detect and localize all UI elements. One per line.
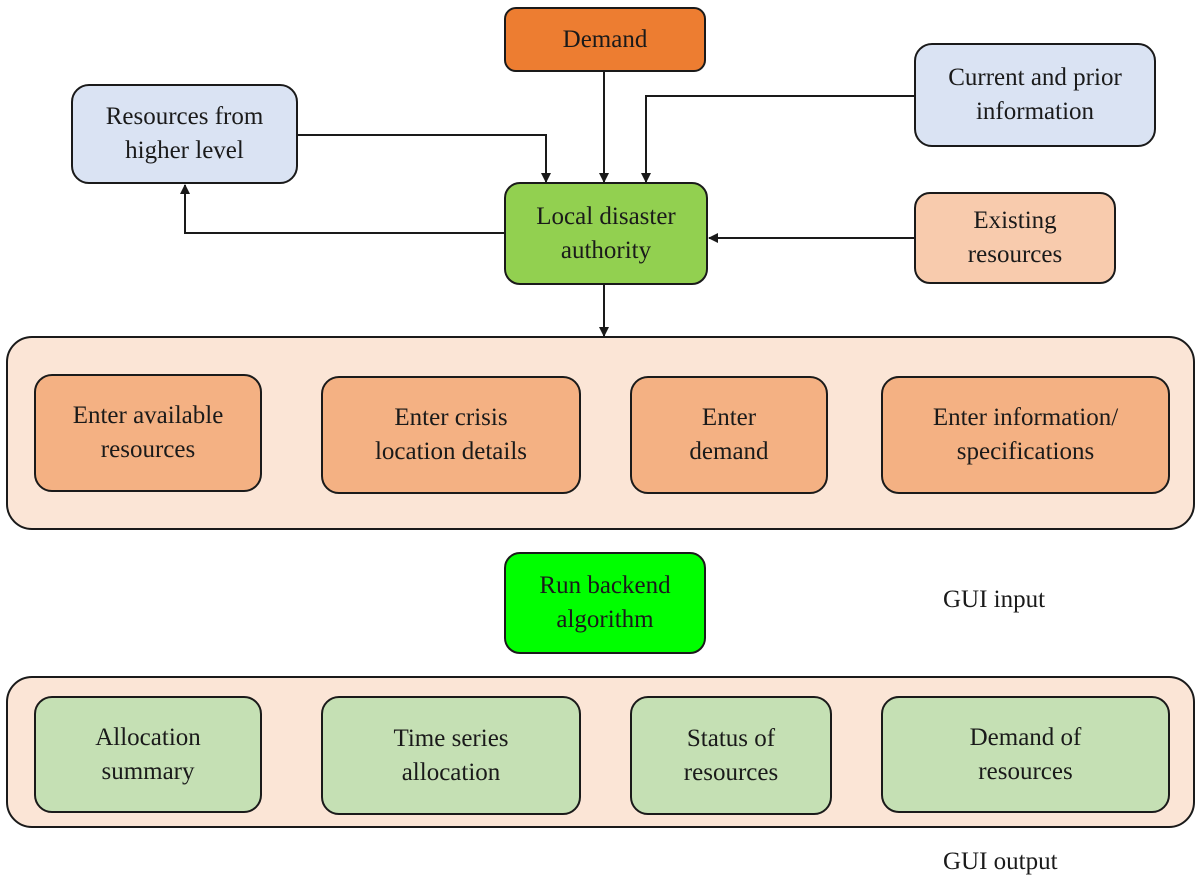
output-item-label: Time series allocation (393, 724, 509, 786)
output-item: Demand of resources (881, 696, 1170, 813)
current-prior-information-label: Current and prior information (948, 64, 1122, 125)
existing-resources-label: Existing resources (967, 207, 1063, 268)
local-disaster-authority-node: Local disaster authority (504, 182, 708, 285)
local-disaster-authority-label: Local disaster authority (536, 202, 676, 264)
input-item-label: Enter demand (689, 404, 769, 465)
gui-output-caption: GUI output (943, 848, 1058, 875)
output-item-label: Status of resources (683, 724, 779, 786)
run-backend-algorithm-label: Run backend algorithm (539, 572, 671, 633)
input-item-label: Enter available resources (72, 402, 224, 463)
demand-label: Demand (562, 25, 648, 53)
output-item-label: Allocation summary (95, 723, 201, 785)
output-item: Allocation summary (34, 696, 262, 813)
input-item: Enter crisis location details (321, 376, 581, 494)
output-item: Time series allocation (321, 696, 581, 815)
input-item-label: Enter crisis location details (374, 404, 528, 465)
arrow-authority-to-higher (180, 184, 504, 234)
resources-from-higher-level-label: Resources from higher level (105, 103, 264, 164)
input-item-label: Enter information/ specifications (932, 404, 1119, 465)
arrow-info-to-authority (641, 95, 914, 183)
output-item-label: Demand of resources (969, 723, 1082, 785)
output-item: Status of resources (630, 696, 832, 815)
input-item: Enter demand (630, 376, 828, 494)
existing-resources-node: Existing resources (914, 192, 1116, 284)
demand-node: Demand (504, 7, 706, 72)
input-item: Enter available resources (34, 374, 262, 492)
resources-from-higher-level-node: Resources from higher level (71, 84, 298, 184)
current-prior-information-node: Current and prior information (914, 43, 1156, 147)
gui-input-caption: GUI input (943, 586, 1046, 613)
arrow-higher-to-authority (298, 134, 551, 183)
input-item: Enter information/ specifications (881, 376, 1170, 494)
run-backend-algorithm-node: Run backend algorithm (504, 552, 706, 654)
